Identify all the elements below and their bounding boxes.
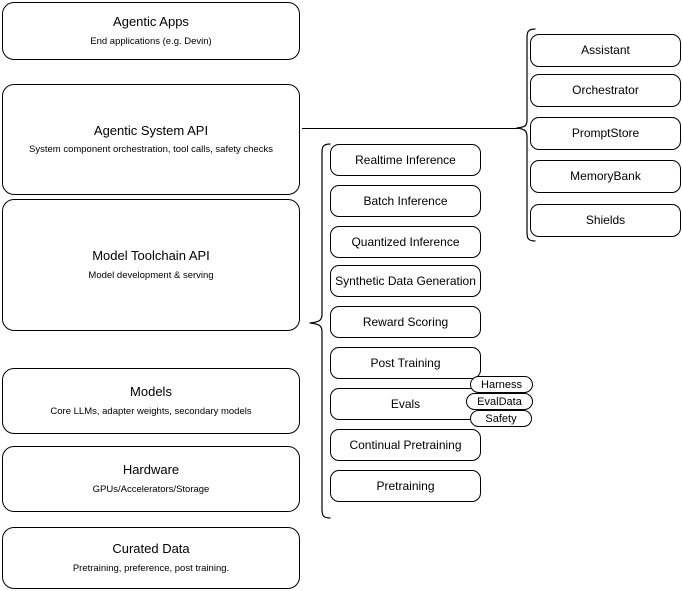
layer-title: Models	[130, 384, 172, 400]
layer-subtitle: Core LLMs, adapter weights, secondary mo…	[50, 405, 252, 417]
brace-agentic-system	[515, 27, 537, 243]
system-item-label: PromptStore	[571, 126, 640, 140]
layer-subtitle: GPUs/Accelerators/Storage	[92, 483, 210, 495]
toolchain-item-continual-pretraining[interactable]: Continual Pretraining	[330, 429, 481, 461]
toolchain-item-label: Realtime Inference	[355, 152, 456, 167]
system-item-label: Orchestrator	[572, 83, 639, 97]
toolchain-item-label: Continual Pretraining	[349, 437, 462, 452]
system-item-orchestrator[interactable]: Orchestrator	[530, 74, 681, 107]
system-item-shields[interactable]: Shields	[530, 204, 681, 237]
toolchain-item-label: Batch Inference	[363, 193, 448, 208]
toolchain-item-batch-inference[interactable]: Batch Inference	[330, 185, 481, 217]
layer-title: Hardware	[122, 462, 180, 478]
system-item-label: Assistant	[581, 43, 630, 57]
toolchain-item-label: Evals	[390, 396, 421, 411]
layer-subtitle: End applications (e.g. Devin)	[90, 35, 212, 47]
toolchain-item-label: Post Training	[370, 355, 441, 370]
system-item-label: MemoryBank	[570, 169, 641, 183]
layer-box-model-toolchain-api[interactable]: Model Toolchain API Model development & …	[2, 199, 300, 331]
layer-box-agentic-system-api[interactable]: Agentic System API System component orch…	[2, 84, 300, 195]
toolchain-item-evals[interactable]: Evals	[330, 388, 481, 420]
layer-title: Agentic Apps	[113, 14, 189, 30]
eval-chip-harness[interactable]: Harness	[470, 376, 533, 393]
toolchain-item-label: Quantized Inference	[351, 234, 460, 249]
eval-chip-label: Harness	[481, 378, 522, 391]
layer-box-agentic-apps[interactable]: Agentic Apps End applications (e.g. Devi…	[2, 2, 300, 60]
eval-chip-safety[interactable]: Safety	[470, 410, 532, 427]
layer-box-hardware[interactable]: Hardware GPUs/Accelerators/Storage	[2, 446, 300, 512]
layer-subtitle: Model development & serving	[88, 269, 214, 281]
toolchain-item-pretraining[interactable]: Pretraining	[330, 470, 481, 502]
eval-chip-evaldata[interactable]: EvalData	[466, 393, 533, 410]
brace-model-toolchain	[308, 142, 332, 520]
eval-chip-label: EvalData	[477, 395, 522, 408]
toolchain-item-post-training[interactable]: Post Training	[330, 347, 481, 379]
layer-box-curated-data[interactable]: Curated Data Pretraining, preference, po…	[2, 527, 300, 589]
layer-title: Agentic System API	[93, 122, 209, 138]
connector-line-system-api-to-components	[302, 128, 518, 129]
layer-title: Model Toolchain API	[92, 248, 210, 264]
toolchain-item-label: Pretraining	[376, 478, 435, 493]
eval-chip-label: Safety	[485, 412, 517, 425]
toolchain-item-label: Reward Scoring	[362, 314, 449, 329]
layer-title: Curated Data	[112, 541, 190, 557]
system-item-assistant[interactable]: Assistant	[530, 34, 681, 67]
system-item-label: Shields	[585, 213, 626, 227]
toolchain-item-synthetic-data-generation[interactable]: Synthetic Data Generation	[330, 265, 481, 297]
layer-subtitle: Pretraining, preference, post training.	[72, 562, 230, 574]
layer-subtitle: System component orchestration, tool cal…	[29, 144, 273, 156]
layer-box-models[interactable]: Models Core LLMs, adapter weights, secon…	[2, 368, 300, 434]
system-item-memorybank[interactable]: MemoryBank	[530, 160, 681, 193]
toolchain-item-realtime-inference[interactable]: Realtime Inference	[330, 144, 481, 176]
toolchain-item-label: Synthetic Data Generation	[335, 273, 476, 288]
toolchain-item-reward-scoring[interactable]: Reward Scoring	[330, 306, 481, 338]
system-item-promptstore[interactable]: PromptStore	[530, 117, 681, 150]
toolchain-item-quantized-inference[interactable]: Quantized Inference	[330, 226, 481, 258]
